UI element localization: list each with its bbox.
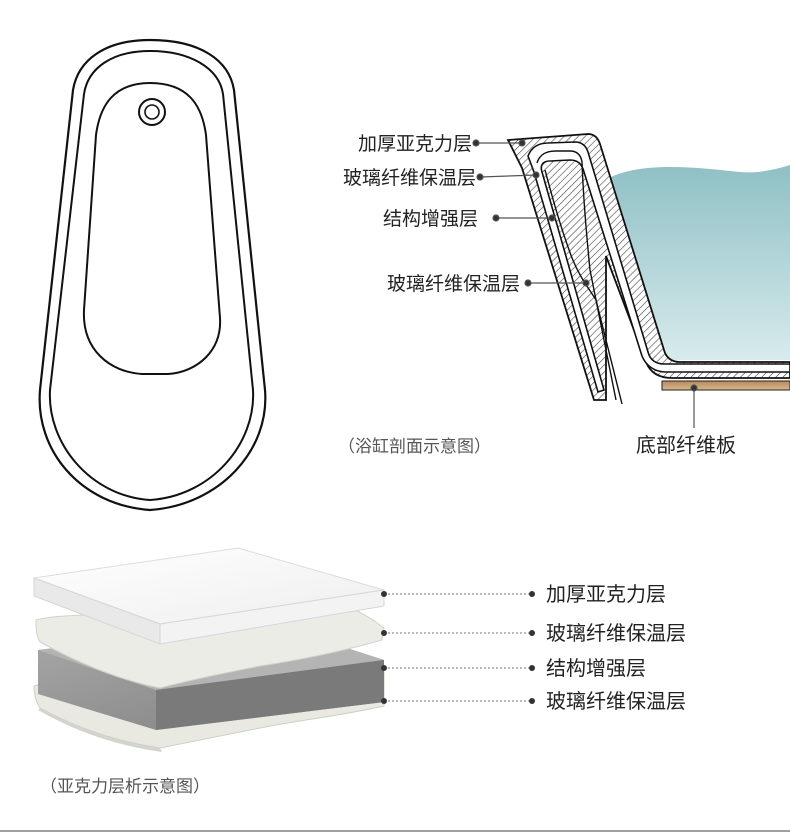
label-structural-reinforcement: 结构增强层: [383, 208, 478, 230]
caption-layers: （亚克力层析示意图）: [40, 777, 210, 797]
label-fiberglass-insulation-2: 玻璃纤维保温层: [387, 273, 520, 295]
drain-inner-circle: [144, 104, 160, 120]
layer-fiberglass-bottom-edge: [38, 708, 162, 752]
layer-label-structural: 结构增强层: [546, 656, 646, 680]
layer-structural-front: [156, 660, 384, 730]
label-thick-acrylic: 加厚亚克力层: [358, 133, 472, 155]
structure-reinforcement-line: [536, 150, 617, 401]
bathtub-top-view: [38, 38, 267, 512]
layer-label-fiberglass-2: 玻璃纤维保温层: [546, 689, 686, 713]
caption-cross-section: （浴缸剖面示意图）: [338, 436, 491, 457]
bathtub-inner-rim: [48, 49, 255, 502]
bathtub-outer-rim: [38, 38, 267, 512]
second-fiber-line: [544, 169, 623, 405]
label-fiberglass-insulation-1: 玻璃纤维保温层: [343, 167, 476, 189]
bathtub-basin: [82, 81, 222, 375]
layer-label-acrylic: 加厚亚克力层: [546, 582, 666, 606]
layer-acrylic-left: [33, 577, 161, 645]
drain-outer-circle: [138, 98, 166, 126]
layer-label-fiberglass-1: 玻璃纤维保温层: [546, 621, 686, 645]
label-bottom-fiber-board: 底部纤维板: [636, 433, 736, 457]
cross-section-leaders: [472, 139, 698, 428]
layer-leaders: [384, 593, 532, 702]
layer-leader-dots: [381, 591, 535, 704]
bottom-fiber-board: [661, 380, 790, 391]
bathtub-cross-section: 加厚亚克力层 玻璃纤维保温层 结构增强层 玻璃纤维保温层 底部纤维板 （浴缸剖面…: [338, 133, 790, 457]
layer-stack: 加厚亚克力层 玻璃纤维保温层 结构增强层 玻璃纤维保温层 （亚克力层析示意图）: [33, 547, 686, 797]
inner-fiber-layer: [527, 141, 790, 394]
